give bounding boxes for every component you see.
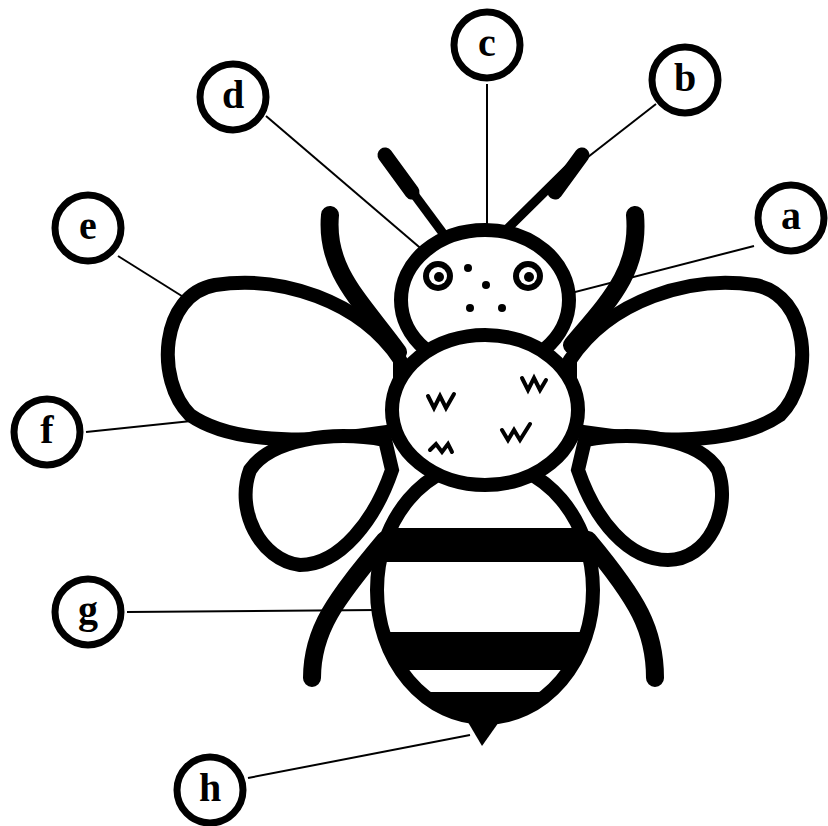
leader-lines <box>86 84 754 778</box>
callout-letter: f <box>9 394 85 470</box>
callout-circle: e <box>50 190 126 266</box>
callout-letter: e <box>50 190 126 266</box>
callout-circle: g <box>50 574 126 650</box>
callout-circle: f <box>9 394 85 470</box>
abdomen <box>370 462 600 746</box>
thorax <box>392 335 578 485</box>
callout-circle: d <box>195 59 271 135</box>
callout-circle: c <box>449 7 525 83</box>
callout-circle: h <box>172 752 248 826</box>
callout-letter: c <box>449 7 525 83</box>
callout-circle: a <box>753 180 828 256</box>
callout-letter: b <box>647 42 723 118</box>
callout-circle: b <box>647 42 723 118</box>
callout-letter: d <box>195 59 271 135</box>
callout-letter: a <box>753 180 828 256</box>
callout-letter: h <box>172 752 248 826</box>
callout-letter: g <box>50 574 126 650</box>
